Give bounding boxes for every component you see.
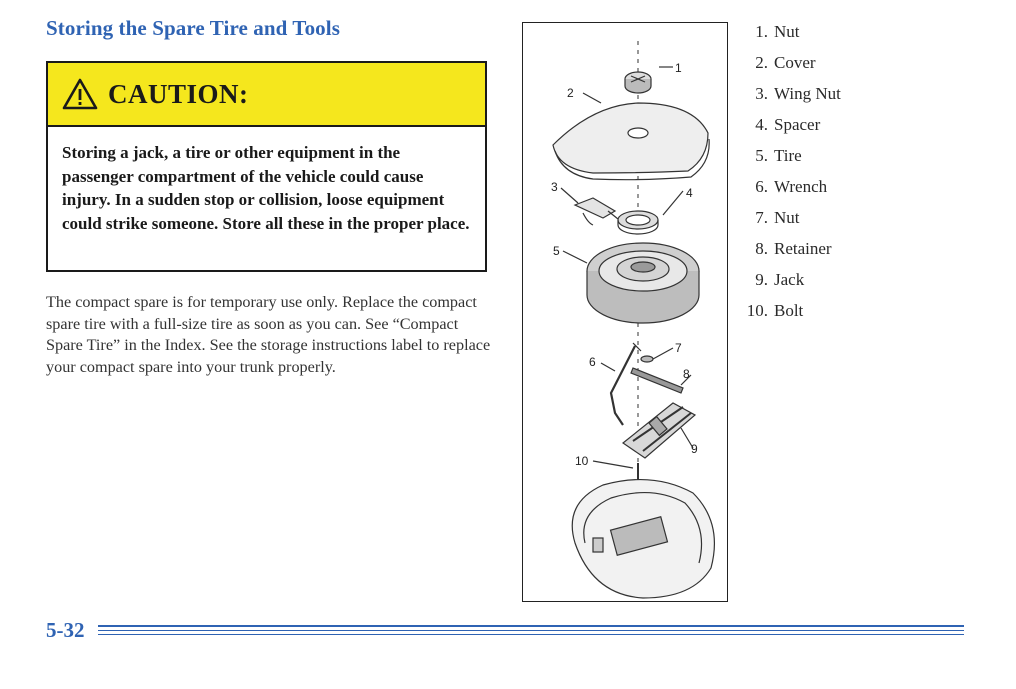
trunk-well: [571, 478, 716, 599]
callout-1: 1: [675, 61, 682, 75]
callout-2: 2: [567, 86, 574, 100]
list-item: 6.Wrench: [755, 177, 828, 196]
list-item: 10.Bolt: [746, 301, 804, 320]
callout-5: 5: [553, 244, 560, 258]
caution-header: CAUTION:: [48, 63, 485, 127]
footer-rule: [98, 634, 964, 635]
footer-rule: [98, 625, 964, 627]
tire-part: [586, 242, 700, 324]
caution-text: Storing a jack, a tire or other equipmen…: [62, 143, 470, 233]
footer-rule: [98, 630, 964, 631]
list-item: 3.Wing Nut: [755, 84, 841, 103]
nut-top-part: [624, 71, 652, 94]
parts-list: 1.Nut 2.Cover 3.Wing Nut 4.Spacer 5.Tire…: [738, 22, 841, 332]
retainer-part: [630, 367, 684, 394]
list-item: 9.Jack: [755, 270, 805, 289]
callout-6: 6: [589, 355, 596, 369]
cover-part: [552, 102, 710, 181]
callout-9: 9: [691, 442, 698, 456]
callout-4: 4: [686, 186, 693, 200]
warning-triangle-icon: [62, 78, 98, 110]
spare-tire-illustration: 1 2 3 4 5 6 7 8 9 10: [522, 22, 728, 602]
callout-3: 3: [551, 180, 558, 194]
list-item: 1.Nut: [755, 22, 800, 41]
page-title: Storing the Spare Tire and Tools: [46, 16, 340, 40]
caution-box: CAUTION: Storing a jack, a tire or other…: [46, 61, 487, 272]
wing-nut-part: [573, 197, 619, 226]
page-number: 5-32: [46, 618, 85, 642]
jack-part: [621, 402, 697, 459]
body-paragraph: The compact spare is for temporary use o…: [46, 293, 491, 376]
list-item: 2.Cover: [755, 53, 816, 72]
list-item: 4.Spacer: [755, 115, 821, 134]
callout-7: 7: [675, 341, 682, 355]
spacer-part: [617, 210, 659, 235]
list-item: 8.Retainer: [755, 239, 832, 258]
callout-10: 10: [575, 454, 589, 468]
list-item: 5.Tire: [755, 146, 802, 165]
list-item: 7.Nut: [755, 208, 800, 227]
caution-label: CAUTION:: [108, 78, 249, 109]
nut-lower-part: [640, 355, 654, 363]
wrench-part: [609, 342, 642, 426]
callout-8: 8: [683, 367, 690, 381]
